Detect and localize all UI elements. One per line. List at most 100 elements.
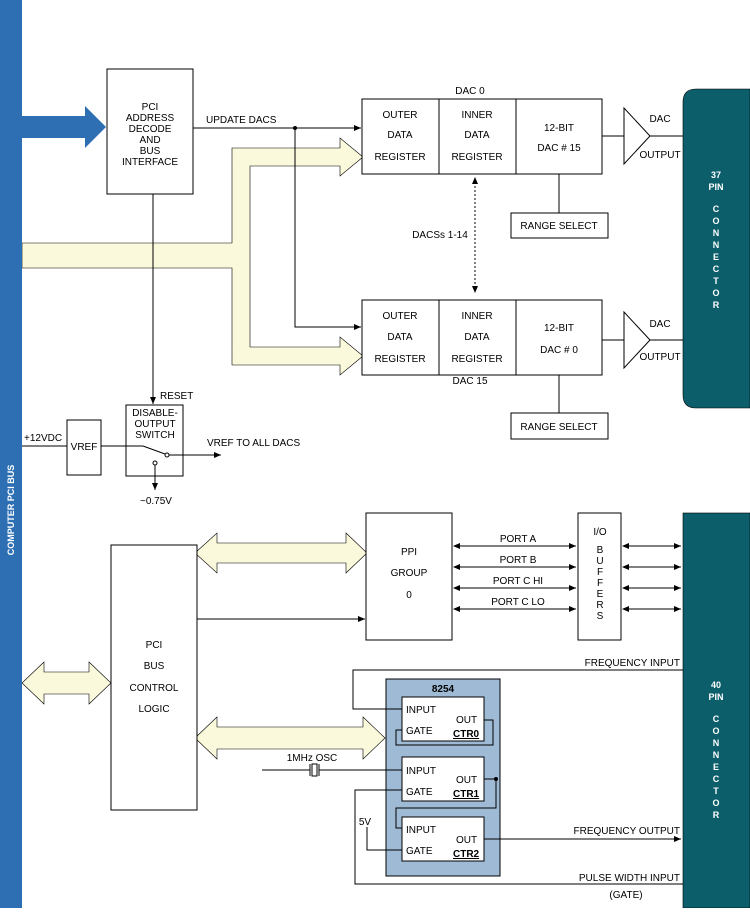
ppi-data-arrow: [194, 532, 368, 574]
diagram-label: DATA: [387, 332, 413, 343]
counter-data-arrow: [194, 716, 386, 760]
diagram-label: CTR2: [453, 849, 480, 860]
diagram-label: 12-BIT: [544, 323, 574, 334]
diagram-label: OUTPUT: [134, 419, 175, 430]
diagram-label: B: [597, 545, 604, 556]
diagram-label: INPUT: [406, 766, 436, 777]
diagram-label: OUT: [456, 775, 477, 786]
pci-bus-control-logic: [110, 544, 198, 811]
ppi-group-0: [365, 512, 453, 641]
counter-title: 8254: [432, 684, 455, 695]
diagram-label: RANGE SELECT: [520, 422, 597, 433]
diagram-label: N: [713, 228, 720, 238]
diagram-label: C: [713, 204, 720, 214]
diagram-label: GATE: [406, 846, 433, 857]
dac-0-box: [515, 299, 603, 376]
dac-top-label: DAC 0: [455, 86, 485, 97]
diagram-label: PIN: [708, 182, 723, 192]
dac-data-bus: [21, 137, 364, 376]
diagram-label: REGISTER: [451, 354, 502, 365]
diagram-label: DAC: [649, 319, 670, 330]
diagram-label: DISABLE-: [132, 408, 178, 419]
diagram-label: 37: [711, 170, 721, 180]
outer-register-bottom: [361, 299, 440, 376]
diagram-label: DAC # 0: [540, 345, 578, 356]
connector-37-label: 37 PIN C O N N E C T O R: [708, 170, 723, 310]
pulse-width-label: PULSE WIDTH INPUT: [579, 873, 680, 884]
diagram-label: O: [712, 288, 719, 298]
connector-40-label: 40 PIN C O N N E C T O R: [708, 680, 723, 820]
diagram-label: INPUT: [406, 705, 436, 716]
diagram-label: S: [597, 611, 604, 622]
diagram-label: C: [713, 264, 720, 274]
diagram-label: R: [713, 810, 720, 820]
diagram-label: GROUP: [391, 568, 428, 579]
ctr1-box: [401, 756, 485, 802]
inner-register-top: [438, 98, 517, 175]
pci-address-decode-box: [106, 68, 194, 195]
range-select-top: [510, 212, 609, 239]
diagram-label: OUTPUT: [639, 150, 680, 161]
amplifier-bottom: [623, 310, 651, 370]
computer-pci-bus: COMPUTER PCI BUS: [0, 0, 22, 908]
diagram-label: OUTER: [383, 110, 418, 121]
oscillator-crystal: [311, 763, 318, 777]
diagram-label: OUTER: [383, 311, 418, 322]
diagram-label: O: [712, 726, 719, 736]
diagram-label: DECODE: [129, 124, 172, 135]
diagram-label: 12-BIT: [544, 123, 574, 134]
diagram-label: BUS: [140, 146, 161, 157]
diagram-label: REGISTER: [451, 152, 502, 163]
diagram-label: LOGIC: [138, 704, 169, 715]
diagram-label: DAC # 15: [537, 143, 581, 154]
supply-label: +12VDC: [24, 433, 62, 444]
diagram-label: DATA: [464, 332, 490, 343]
port-c-hi-label: PORT C HI: [493, 576, 543, 587]
5v-label: 5V: [359, 817, 372, 828]
vref-box: [66, 419, 102, 476]
diagram-label: N: [713, 750, 720, 760]
update-dacs-label: UPDATE DACS: [206, 115, 277, 126]
diagram-label: O: [712, 216, 719, 226]
diagram-label: F: [597, 578, 603, 589]
diagram-label: BUS: [144, 661, 165, 672]
diagram-label: VREF: [71, 442, 98, 453]
vref-to-dacs-label: VREF TO ALL DACS: [207, 438, 301, 449]
diagram-label: 40: [711, 680, 721, 690]
frequency-output-label: FREQUENCY OUTPUT: [574, 826, 681, 837]
diagram-label: F: [597, 567, 603, 578]
port-c-lo-label: PORT C LO: [491, 597, 545, 608]
diagram-label: GATE: [406, 726, 433, 737]
diagram-label: DAC: [649, 114, 670, 125]
diagram-label: REGISTER: [374, 354, 425, 365]
frequency-input-label: FREQUENCY INPUT: [585, 658, 680, 669]
port-lines: [453, 543, 681, 612]
diagram-label: CTR0: [453, 729, 480, 740]
gate-label: (GATE): [609, 890, 642, 901]
diagram-label: C: [713, 714, 720, 724]
connector-40-pin: [682, 512, 750, 909]
range-select-bottom: [510, 412, 609, 440]
reset-label: RESET: [160, 391, 193, 402]
diagram-label: 0: [406, 590, 412, 601]
diagram-label: T: [713, 786, 719, 796]
port-b-label: PORT B: [500, 555, 537, 566]
diagram-label: GATE: [406, 787, 433, 798]
io-buffers: [577, 512, 622, 641]
diagram-label: O: [712, 798, 719, 808]
osc-label: 1MHz OSC: [287, 753, 338, 764]
diagram-label: SWITCH: [135, 430, 174, 441]
diagram-label: INNER: [461, 110, 492, 121]
diagram-label: AND: [139, 135, 160, 146]
ctr0-box: [401, 696, 485, 742]
diagram-label: ADDRESS: [126, 113, 175, 124]
dac-15-box: [515, 98, 603, 175]
diagram-label: I/O: [593, 527, 607, 538]
diagram-label: PCI: [146, 640, 163, 651]
diagram-label: OUT: [456, 715, 477, 726]
diagram-label: E: [713, 762, 719, 772]
diagram-label: N: [713, 240, 720, 250]
diagram-label: OUT: [456, 835, 477, 846]
outer-register-top: [361, 98, 440, 175]
dac-bottom-label: DAC 15: [452, 376, 487, 387]
